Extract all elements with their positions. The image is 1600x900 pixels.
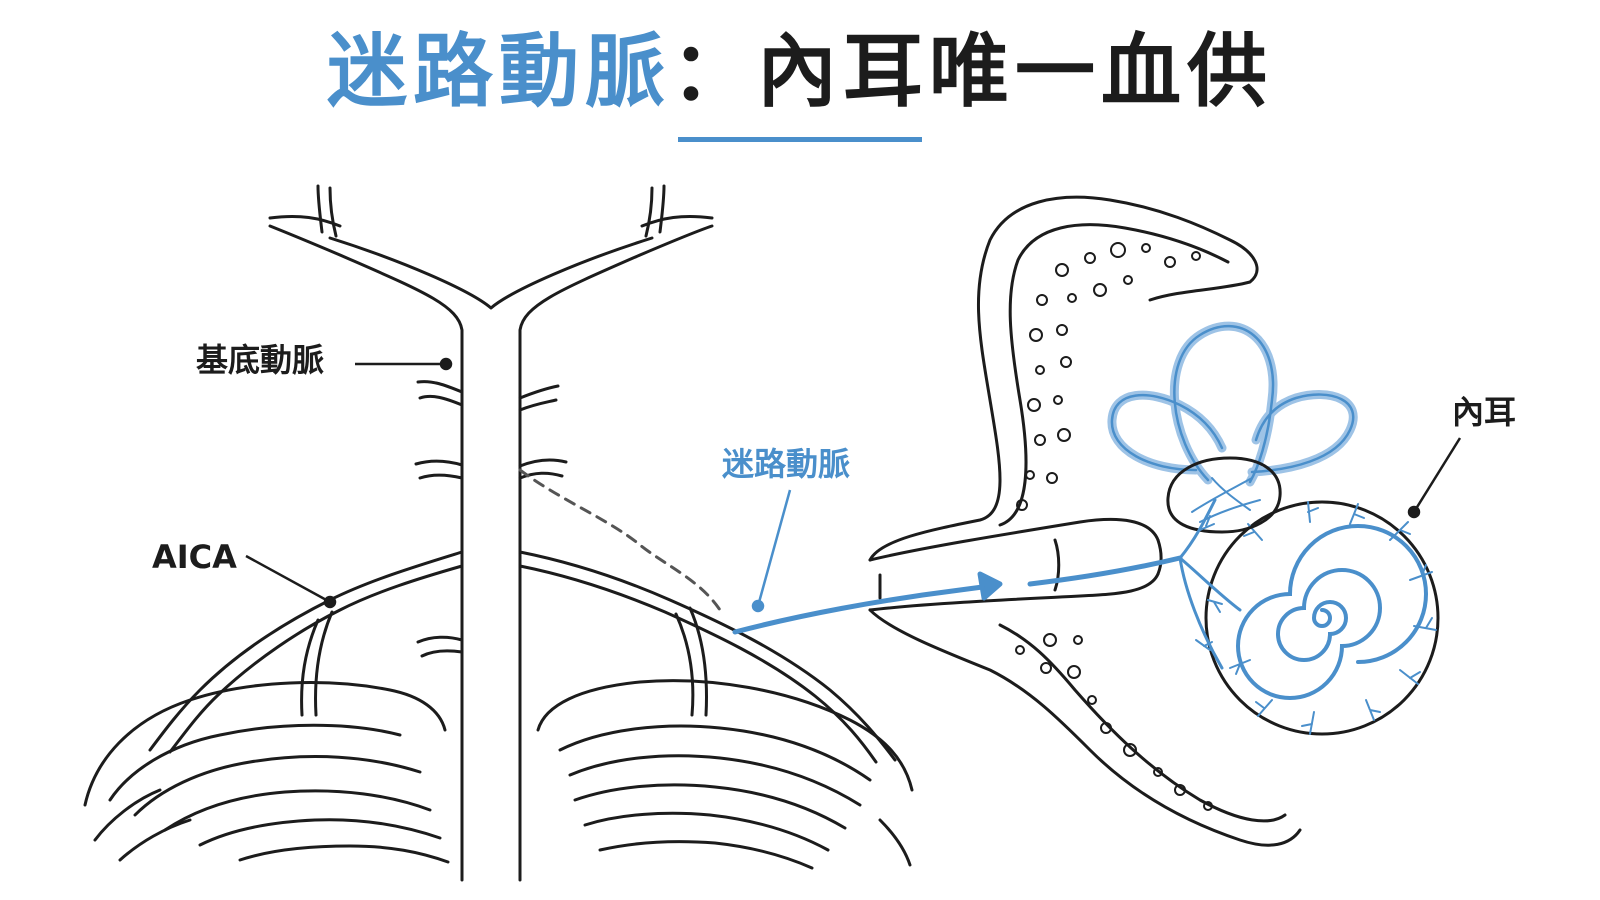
pontine-branch-l2: [414, 459, 464, 467]
pontine-branch-l2b: [418, 473, 464, 480]
right-top-branch: [640, 214, 714, 228]
folia-r1: [558, 724, 872, 782]
left-posterior-cerebral-upper: [316, 184, 324, 234]
title-highlight: 迷路動脈: [327, 25, 671, 118]
iac-inner-ring: [1053, 538, 1061, 592]
label-labyrinthine-artery: 迷路動脈: [722, 445, 851, 483]
petrous-bone-outer: [868, 195, 1259, 562]
label-aica: AICA: [152, 538, 237, 576]
labyrinthine-branch-lower: [1178, 556, 1224, 670]
diagram-title: 迷路動脈：內耳唯一血供: [0, 22, 1600, 122]
title-rest: 內耳唯一血供: [757, 25, 1273, 118]
left-posterior-cerebral-upper-2: [328, 186, 338, 238]
label-inner-ear: 內耳: [1452, 393, 1517, 431]
right-posterior-cerebral-upper-2: [644, 186, 654, 238]
leader-inner-ear: [1412, 437, 1462, 513]
temporal-bone: [868, 195, 1302, 847]
folia-l6: [93, 788, 162, 842]
cochlea: [1204, 500, 1440, 736]
petrous-bone-lower-outer: [868, 608, 1302, 847]
basilar-trunk-right-wall: [518, 224, 714, 882]
labyrinthine-branch-cochlear: [1178, 556, 1242, 612]
folia-l1: [108, 723, 402, 802]
labyrinthine-origin-dashed: [518, 468, 722, 612]
vestibule: [1166, 456, 1282, 534]
folia-r4: [583, 811, 830, 852]
left-aica-lower: [168, 564, 464, 754]
bifurcation-crotch: [328, 236, 654, 310]
title-underline: [678, 137, 922, 142]
pontine-branch-l1b: [418, 394, 464, 407]
leader-aica: [245, 554, 331, 604]
cochlea-spiral: [1236, 524, 1428, 700]
basilar-trunk-left-wall: [268, 224, 464, 882]
folia-r5: [598, 840, 814, 870]
pontine-branch-r1b: [518, 398, 558, 412]
title-separator: ：: [671, 25, 757, 118]
folia-l7: [118, 818, 192, 862]
folia-r6: [878, 818, 912, 867]
arterial-twig-2: [1207, 599, 1223, 613]
pontine-branch-r2: [518, 458, 568, 468]
internal-auditory-canal-top: [868, 517, 1160, 562]
cerebellum-left-outline: [83, 681, 447, 807]
left-top-branch: [268, 214, 342, 228]
right-aica-lower: [518, 564, 878, 764]
basilar-artery-system: [83, 184, 914, 882]
internal-auditory-canal-end: [1156, 538, 1163, 576]
labyrinthine-artery-canal: [1027, 555, 1183, 587]
pontine-branch-l3: [416, 635, 464, 644]
internal-auditory-canal-bottom: [868, 572, 1160, 612]
posterior-canal: [1107, 390, 1227, 475]
folia-l2: [133, 755, 422, 817]
folia-r2: [568, 754, 862, 807]
leader-lines: [245, 357, 1462, 609]
label-basilar-artery: 基底動脈: [196, 341, 325, 379]
right-aica-branch-down-2: [688, 606, 708, 717]
right-aica-upper: [518, 550, 897, 762]
left-aica-branch-down: [300, 618, 320, 717]
pontine-branch-l1: [416, 380, 464, 394]
pontine-branch-r2b: [518, 471, 564, 480]
semicircular-canals: [1107, 321, 1358, 534]
right-aica-branch-down: [674, 612, 695, 717]
bone-air-cells: [1015, 242, 1213, 811]
pontine-branch-r1: [518, 384, 560, 400]
pontine-branch-l3b: [420, 649, 464, 658]
left-aica-upper: [148, 550, 464, 752]
labyrinthine-artery: [732, 498, 1242, 670]
labyrinthine-arrow-head: [977, 571, 1003, 601]
left-aica-branch-down-2: [314, 610, 334, 717]
arterial-twig-1: [1199, 515, 1215, 531]
leader-labyrinthine: [751, 489, 792, 613]
arterial-twig-3: [1195, 639, 1213, 651]
folia-l4: [198, 818, 442, 847]
cerebellum-right-outline: [536, 679, 914, 792]
petrous-bone-inner: [998, 223, 1230, 527]
folia-l3: [163, 789, 432, 832]
right-posterior-cerebral-upper: [658, 184, 666, 234]
folia-l5: [238, 844, 450, 864]
labyrinthine-artery-main: [732, 583, 993, 635]
folia-r3: [573, 783, 847, 830]
